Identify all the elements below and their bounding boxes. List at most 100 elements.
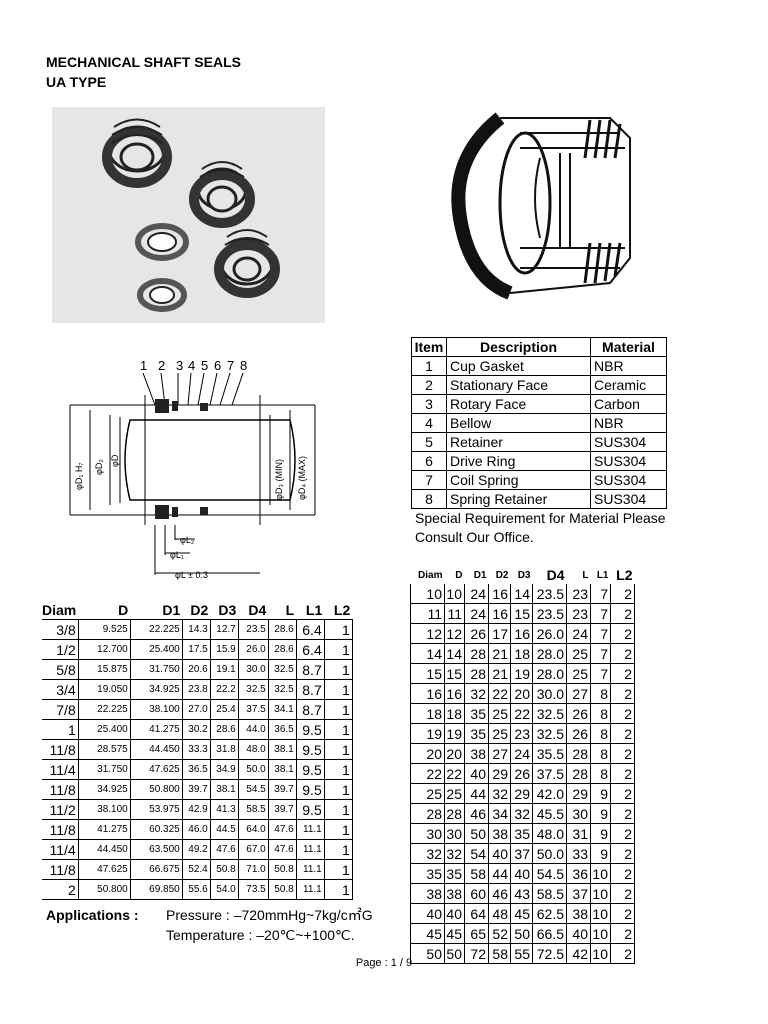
metric-cell: 25 bbox=[410, 783, 445, 804]
inch-cell: 19.1 bbox=[209, 659, 239, 680]
applications-temperature: Temperature : –20℃~+100℃. bbox=[166, 927, 355, 943]
inch-cell: 55.6 bbox=[181, 879, 211, 900]
inch-cell: 1 bbox=[323, 839, 353, 860]
title-line-1: MECHANICAL SHAFT SEALS bbox=[46, 54, 241, 70]
metric-cell: 38 bbox=[566, 903, 591, 924]
metric-cell: 26 bbox=[566, 703, 591, 724]
inch-cell: 30.2 bbox=[181, 719, 211, 740]
material-note: Special Requirement for Material Please … bbox=[415, 509, 715, 547]
inch-cell: 67.0 bbox=[237, 839, 269, 860]
metric-cell: 50 bbox=[410, 943, 445, 964]
metric-cell: 10 bbox=[444, 584, 465, 604]
product-photo bbox=[52, 107, 325, 323]
inch-cell: 38.1 bbox=[267, 739, 297, 760]
label-d2: φD₂ bbox=[94, 459, 104, 475]
inch-header-cell: L2 bbox=[324, 601, 353, 620]
metric-cell: 22 bbox=[444, 763, 465, 784]
metric-cell: 30 bbox=[444, 823, 465, 844]
metric-cell: 16 bbox=[444, 683, 465, 704]
inch-cell: 6.4 bbox=[295, 619, 325, 640]
metric-cell: 25 bbox=[488, 703, 511, 724]
inch-cell: 1 bbox=[323, 739, 353, 760]
inch-cell: 22.2 bbox=[209, 679, 239, 700]
inch-cell: 11/4 bbox=[42, 759, 79, 780]
inch-cell: 36.5 bbox=[267, 719, 297, 740]
metric-cell: 40 bbox=[410, 903, 445, 924]
inch-cell: 1/2 bbox=[42, 639, 79, 660]
label-6: 6 bbox=[214, 358, 221, 373]
metric-cell: 25 bbox=[566, 663, 591, 684]
metric-cell: 16 bbox=[510, 623, 533, 644]
metric-cell: 38 bbox=[464, 743, 489, 764]
metric-cell: 50 bbox=[510, 923, 533, 944]
metric-cell: 10 bbox=[590, 943, 611, 964]
materials-cell: 8 bbox=[411, 489, 447, 509]
materials-cell: Retainer bbox=[446, 432, 591, 452]
label-8: 8 bbox=[240, 358, 247, 373]
metric-cell: 2 bbox=[610, 943, 635, 964]
metric-cell: 24 bbox=[510, 743, 533, 764]
inch-cell: 58.5 bbox=[237, 799, 269, 820]
inch-cell: 47.625 bbox=[77, 859, 131, 880]
inch-cell: 1 bbox=[42, 719, 79, 740]
metric-cell: 9 bbox=[590, 783, 611, 804]
metric-cell: 2 bbox=[610, 803, 635, 824]
metric-cell: 11 bbox=[444, 603, 465, 624]
inch-cell: 64.0 bbox=[237, 819, 269, 840]
inch-cell: 9.5 bbox=[295, 759, 325, 780]
metric-cell: 2 bbox=[610, 903, 635, 924]
inch-cell: 44.450 bbox=[129, 739, 183, 760]
metric-cell: 9 bbox=[590, 823, 611, 844]
seal-ring-2 bbox=[189, 161, 255, 228]
inch-cell: 53.975 bbox=[129, 799, 183, 820]
metric-cell: 38 bbox=[444, 883, 465, 904]
metric-cell: 25 bbox=[566, 643, 591, 664]
materials-cell: NBR bbox=[590, 356, 667, 376]
material-note-line-1: Special Requirement for Material Please bbox=[415, 510, 666, 526]
metric-cell: 8 bbox=[590, 723, 611, 744]
inch-cell: 36.5 bbox=[181, 759, 211, 780]
seal-ring-3 bbox=[135, 223, 189, 261]
metric-cell: 42 bbox=[566, 943, 591, 964]
metric-cell: 35 bbox=[410, 863, 445, 884]
inch-cell: 63.500 bbox=[129, 839, 183, 860]
inch-cell: 32.5 bbox=[267, 679, 297, 700]
materials-cell: 6 bbox=[411, 451, 447, 471]
inch-cell: 41.275 bbox=[129, 719, 183, 740]
seal-ring-5 bbox=[137, 278, 187, 312]
inch-cell: 1 bbox=[323, 799, 353, 820]
inch-cell: 28.6 bbox=[267, 619, 297, 640]
metric-cell: 23 bbox=[510, 723, 533, 744]
inch-cell: 25.400 bbox=[129, 639, 183, 660]
materials-cell: SUS304 bbox=[590, 470, 667, 490]
label-3: 3 bbox=[176, 358, 183, 373]
metric-cell: 32 bbox=[510, 803, 533, 824]
metric-cell: 18 bbox=[410, 703, 445, 724]
inch-cell: 50.8 bbox=[267, 859, 297, 880]
materials-cell: Drive Ring bbox=[446, 451, 591, 471]
title-line-2: UA TYPE bbox=[46, 74, 107, 90]
label-d1-h7: φD₁ H₇ bbox=[74, 463, 84, 490]
inch-cell: 54.0 bbox=[209, 879, 239, 900]
metric-cell: 16 bbox=[488, 603, 511, 624]
inch-cell: 73.5 bbox=[237, 879, 269, 900]
materials-cell: 2 bbox=[411, 375, 447, 395]
metric-cell: 32 bbox=[464, 683, 489, 704]
label-d: φD bbox=[110, 454, 120, 467]
metric-cell: 23 bbox=[566, 584, 591, 604]
metric-cell: 52 bbox=[488, 923, 511, 944]
inch-cell: 3/4 bbox=[42, 679, 79, 700]
inch-cell: 31.750 bbox=[129, 659, 183, 680]
metric-cell: 26 bbox=[464, 623, 489, 644]
metric-cell: 50 bbox=[444, 943, 465, 964]
metric-cell: 17 bbox=[488, 623, 511, 644]
